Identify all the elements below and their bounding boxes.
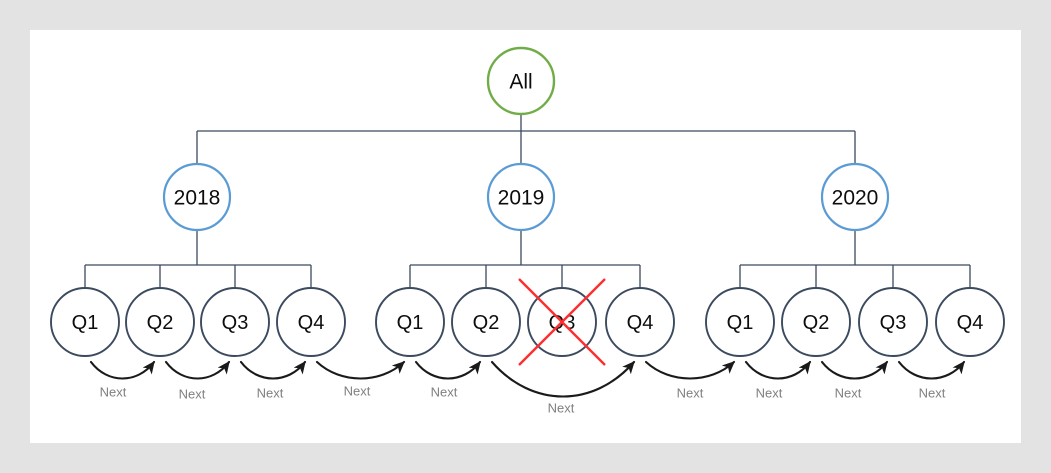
sequence-arrow-layer <box>89 360 966 398</box>
node-quarter-2018-Q3[interactable]: Q3 <box>200 287 270 357</box>
node-quarter-2020-Q4-label: Q4 <box>957 312 984 334</box>
node-quarter-2019-Q1[interactable]: Q1 <box>375 287 445 357</box>
node-quarter-2020-Q1-circle <box>705 287 775 357</box>
node-year-2020[interactable]: 2020 <box>820 162 890 232</box>
sequence-arrow-edge-4 <box>315 360 406 380</box>
node-quarter-2019-Q1-label: Q1 <box>397 312 424 334</box>
node-quarter-2019-Q4-label: Q4 <box>627 312 654 334</box>
edge-label-edge-10: Next <box>919 386 946 401</box>
node-year-2019-label: 2019 <box>498 187 545 210</box>
node-quarter-2020-Q2-circle <box>781 287 851 357</box>
node-quarter-2019-Q2-label: Q2 <box>473 312 500 334</box>
node-quarter-2018-Q3-circle <box>200 287 270 357</box>
node-quarter-2019-Q2-circle <box>451 287 521 357</box>
node-quarter-2019-Q4-circle <box>605 287 675 357</box>
sequence-arrow-edge-2 <box>164 360 231 380</box>
node-quarter-2018-Q4-circle <box>276 287 346 357</box>
edge-label-edge-3: Next <box>257 386 284 401</box>
node-all-circle <box>486 46 556 116</box>
node-quarter-2018-Q1-label: Q1 <box>72 312 99 334</box>
edge-label-edge-9: Next <box>835 386 862 401</box>
node-quarter-2020-Q4-circle <box>935 287 1005 357</box>
node-layer: All201820192020Q1Q2Q3Q4Q1Q2Q3Q4Q1Q2Q3Q4 <box>50 46 1005 357</box>
node-year-2018[interactable]: 2018 <box>162 162 232 232</box>
edge-label-edge-5: Next <box>431 385 458 400</box>
node-quarter-2020-Q3-circle <box>858 287 928 357</box>
node-all[interactable]: All <box>486 46 556 116</box>
node-quarter-2018-Q3-label: Q3 <box>222 312 249 334</box>
node-year-2018-label: 2018 <box>174 187 221 210</box>
node-quarter-2018-Q1[interactable]: Q1 <box>50 287 120 357</box>
node-quarter-2019-Q4[interactable]: Q4 <box>605 287 675 357</box>
sequence-arrow-edge-3 <box>239 360 307 380</box>
node-year-2019-circle <box>486 162 556 232</box>
node-year-2018-circle <box>162 162 232 232</box>
tree-connector-layer <box>84 114 971 288</box>
node-all-label: All <box>509 71 532 94</box>
node-quarter-2018-Q1-circle <box>50 287 120 357</box>
node-year-2020-circle <box>820 162 890 232</box>
node-quarter-2020-Q4[interactable]: Q4 <box>935 287 1005 357</box>
node-quarter-2018-Q2-circle <box>125 287 195 357</box>
node-quarter-2018-Q2-label: Q2 <box>147 312 174 334</box>
strike-line-b <box>518 278 606 366</box>
node-quarter-2020-Q1[interactable]: Q1 <box>705 287 775 357</box>
node-year-2020-label: 2020 <box>832 187 879 210</box>
node-quarter-2019-Q2[interactable]: Q2 <box>451 287 521 357</box>
node-quarter-2020-Q2-label: Q2 <box>803 312 830 334</box>
node-quarter-2019-Q1-circle <box>375 287 445 357</box>
edge-label-edge-7: Next <box>677 386 704 401</box>
node-quarter-2020-Q3-label: Q3 <box>880 312 907 334</box>
node-quarter-2020-Q3[interactable]: Q3 <box>858 287 928 357</box>
sequence-arrow-edge-5 <box>414 360 482 380</box>
sequence-arrow-edge-6 <box>490 360 636 398</box>
sequence-arrow-edge-8 <box>744 360 812 380</box>
edge-label-edge-8: Next <box>756 386 783 401</box>
sequence-arrow-edge-9 <box>820 360 889 380</box>
node-quarter-2020-Q2[interactable]: Q2 <box>781 287 851 357</box>
strike-through-layer <box>518 278 606 366</box>
node-quarter-2018-Q4-label: Q4 <box>298 312 325 334</box>
edge-label-edge-1: Next <box>100 385 127 400</box>
strike-through-2019-Q3 <box>518 278 606 366</box>
sequence-arrow-edge-7 <box>644 360 736 380</box>
node-quarter-2018-Q2[interactable]: Q2 <box>125 287 195 357</box>
node-quarter-2018-Q4[interactable]: Q4 <box>276 287 346 357</box>
node-quarter-2020-Q1-label: Q1 <box>727 312 754 334</box>
edge-label-edge-6: Next <box>548 401 575 416</box>
sequence-arrow-edge-1 <box>89 360 156 380</box>
edge-label-edge-4: Next <box>344 384 371 399</box>
node-year-2019[interactable]: 2019 <box>486 162 556 232</box>
edge-label-edge-2: Next <box>179 387 206 402</box>
sequence-arrow-edge-10 <box>897 360 966 380</box>
